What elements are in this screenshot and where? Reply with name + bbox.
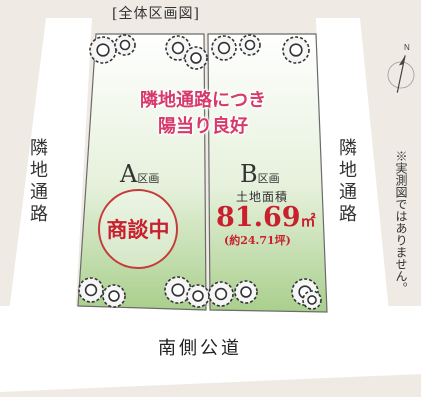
tree-icon <box>89 36 117 64</box>
tree-icon <box>164 276 192 304</box>
area-tsubo: (約24.71坪) <box>224 234 291 247</box>
area-unit: ㎡ <box>300 212 316 230</box>
lot-b-label: B区画 <box>240 160 280 188</box>
tree-icon <box>302 290 322 310</box>
area-value: 81.69㎡ <box>216 202 316 233</box>
lot-b-letter: B <box>240 160 258 188</box>
tree-icon <box>78 277 104 303</box>
lot-a-label: A区画 <box>120 160 159 188</box>
negotiation-status: 商談中 <box>106 218 170 242</box>
headline-line-2: 陽当り良好 <box>158 116 248 137</box>
tree-icon <box>186 284 210 308</box>
tree-icon <box>282 36 310 64</box>
sunlight-headline: 隣地通路につき 陽当り良好 <box>118 88 288 140</box>
tree-decorations <box>78 34 322 310</box>
tree-icon <box>184 46 208 70</box>
left-road-label: 隣地通路 <box>27 138 48 226</box>
lot-b-suffix: 区画 <box>257 172 280 185</box>
lot-a-letter: A <box>120 160 138 188</box>
tree-icon <box>165 35 191 61</box>
north-arrow-icon <box>387 55 415 93</box>
compass-letter: N <box>404 43 410 52</box>
tree-icon <box>234 280 258 304</box>
area-number: 81.69 <box>216 202 301 233</box>
lot-a-suffix: 区画 <box>137 172 160 185</box>
area-label: 土地面積 <box>236 190 289 204</box>
south-road <box>0 306 421 392</box>
left-path <box>8 18 92 320</box>
right-path <box>316 18 390 322</box>
tree-icon <box>211 35 237 61</box>
negotiation-stamp: 商談中 <box>98 189 178 269</box>
tree-icon <box>208 281 234 307</box>
tree-icon <box>114 34 136 56</box>
headline-line-1: 隣地通路につき <box>140 90 266 111</box>
plan-title: [全体区画図] <box>112 6 200 22</box>
tree-icon <box>102 284 126 308</box>
south-road-label: 南側公道 <box>158 338 242 359</box>
tree-icon <box>239 34 261 56</box>
note-text: ※実測図ではありません。 <box>394 150 408 294</box>
right-road-label: 隣地通路 <box>336 138 357 226</box>
lot-b <box>207 33 328 313</box>
